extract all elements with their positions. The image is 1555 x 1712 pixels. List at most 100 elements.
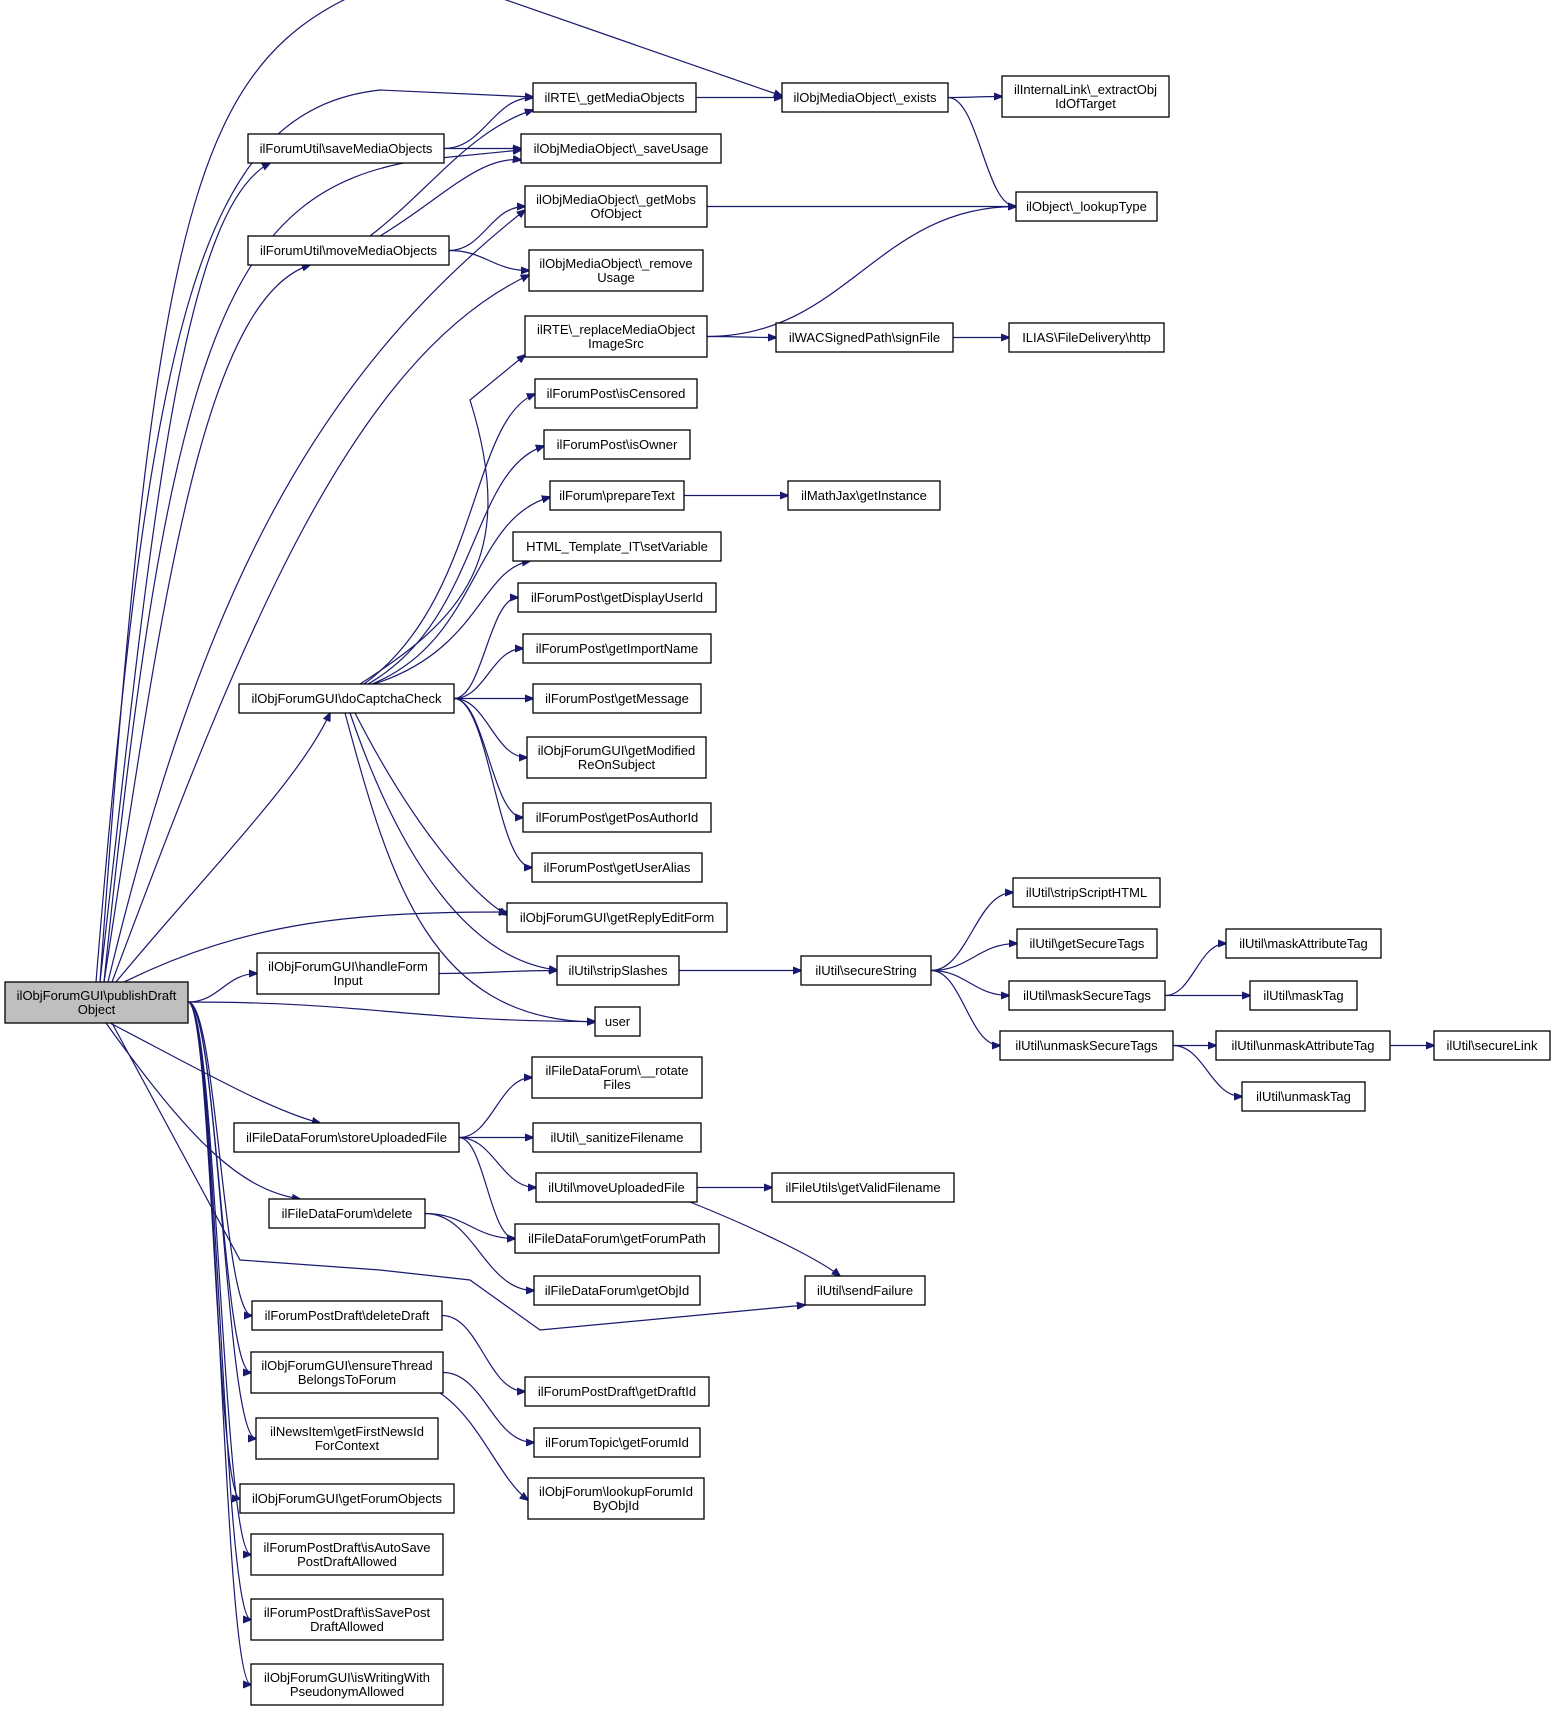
node-maskTag[interactable]: ilUtil\maskTag bbox=[1249, 980, 1358, 1011]
node-label: ilObjForumGUI\doCaptchaCheck bbox=[251, 691, 442, 706]
node-unmaskAttr[interactable]: ilUtil\unmaskAttributeTag bbox=[1215, 1030, 1391, 1061]
node-fileDelivery[interactable]: ILIAS\FileDelivery\http bbox=[1008, 322, 1165, 353]
node-sanitize[interactable]: ilUtil\_sanitizeFilename bbox=[532, 1122, 702, 1153]
node-label: ilFileDataForum\delete bbox=[282, 1206, 413, 1221]
edge-storeUpload-to-rotate bbox=[458, 1078, 532, 1139]
node-stripScript[interactable]: ilUtil\stripScriptHTML bbox=[1012, 877, 1161, 908]
edge-secureString-to-getSecureTags bbox=[930, 944, 1017, 972]
node-label: PseudonymAllowed bbox=[290, 1684, 404, 1699]
node-importName[interactable]: ilForumPost\getImportName bbox=[522, 633, 712, 664]
node-getMessage[interactable]: ilForumPost\getMessage bbox=[532, 683, 702, 714]
node-setVariable[interactable]: HTML_Template_IT\setVariable bbox=[512, 531, 722, 562]
node-replyForm[interactable]: ilObjForumGUI\getReplyEditForm bbox=[506, 902, 728, 933]
node-pseudonym[interactable]: ilObjForumGUI\isWritingWithPseudonymAllo… bbox=[250, 1663, 444, 1706]
node-box bbox=[255, 1417, 439, 1460]
edge-root-to-captcha bbox=[115, 713, 330, 983]
node-posAuthor[interactable]: ilForumPost\getPosAuthorId bbox=[522, 802, 712, 833]
node-box bbox=[520, 133, 722, 164]
node-label: user bbox=[605, 1014, 631, 1029]
node-saveUsage[interactable]: ilObjMediaObject\_saveUsage bbox=[520, 133, 722, 164]
edge-root-to-saveMedia bbox=[99, 163, 270, 983]
node-label: OfObject bbox=[590, 206, 642, 221]
node-label: ilMathJax\getInstance bbox=[801, 488, 927, 503]
edge-moveMedia-to-getMobs bbox=[448, 207, 525, 252]
node-prepareText[interactable]: ilForum\prepareText bbox=[549, 480, 685, 511]
node-label: ilForumPost\getImportName bbox=[536, 641, 699, 656]
node-label: ByObjId bbox=[593, 1498, 639, 1513]
node-signFile[interactable]: ilWACSignedPath\signFile bbox=[775, 322, 954, 353]
edge-saveMedia-to-rte_getmedia bbox=[443, 98, 533, 150]
node-box bbox=[1001, 75, 1170, 118]
node-sendFailure[interactable]: ilUtil\sendFailure bbox=[804, 1275, 926, 1306]
node-media_exists[interactable]: ilObjMediaObject\_exists bbox=[781, 82, 949, 113]
node-draftId[interactable]: ilForumPostDraft\getDraftId bbox=[524, 1376, 710, 1407]
node-fdfDelete[interactable]: ilFileDataForum\delete bbox=[268, 1198, 426, 1229]
node-box bbox=[522, 633, 712, 664]
node-box bbox=[1012, 877, 1161, 908]
node-box bbox=[238, 683, 455, 714]
node-rte_getmedia[interactable]: ilRTE\_getMediaObjects bbox=[532, 82, 697, 113]
node-forumObjects[interactable]: ilObjForumGUI\getForumObjects bbox=[239, 1483, 455, 1514]
node-box bbox=[517, 582, 717, 613]
node-box bbox=[250, 1663, 444, 1706]
edge-fdfDelete-to-forumPath bbox=[424, 1212, 515, 1239]
node-maskSecure[interactable]: ilUtil\maskSecureTags bbox=[1008, 980, 1166, 1011]
edge-layer bbox=[95, 0, 1434, 1685]
node-getSecureTags[interactable]: ilUtil\getSecureTags bbox=[1016, 928, 1158, 959]
node-autoSave[interactable]: ilForumPostDraft\isAutoSavePostDraftAllo… bbox=[250, 1533, 444, 1576]
node-secureString[interactable]: ilUtil\secureString bbox=[800, 955, 932, 986]
node-label: ilForumPost\getUserAlias bbox=[544, 860, 691, 875]
node-moveUploaded[interactable]: ilUtil\moveUploadedFile bbox=[535, 1172, 698, 1203]
edge-root-to-user bbox=[187, 1001, 595, 1022]
node-stripSlashes[interactable]: ilUtil\stripSlashes bbox=[556, 955, 680, 986]
edge-secureString-to-maskSecure bbox=[930, 969, 1009, 996]
node-fdfObjId[interactable]: ilFileDataForum\getObjId bbox=[533, 1275, 701, 1306]
edge-root-to-storeUpload bbox=[109, 1022, 320, 1123]
node-captcha[interactable]: ilObjForumGUI\doCaptchaCheck bbox=[238, 683, 455, 714]
node-label: ilUtil\unmaskSecureTags bbox=[1015, 1038, 1158, 1053]
node-unmaskSecure[interactable]: ilUtil\unmaskSecureTags bbox=[999, 1030, 1174, 1061]
node-saveMedia[interactable]: ilForumUtil\saveMediaObjects bbox=[247, 133, 445, 164]
node-label: ilObjForum\lookupForumId bbox=[539, 1484, 693, 1499]
node-lookupType[interactable]: ilObject\_lookupType bbox=[1015, 191, 1158, 222]
node-box bbox=[533, 1275, 701, 1306]
edge-root-to-saveUsage bbox=[103, 150, 521, 983]
node-label: ilUtil\unmaskTag bbox=[1256, 1089, 1351, 1104]
node-unmaskTag[interactable]: ilUtil\unmaskTag bbox=[1241, 1081, 1366, 1112]
node-user[interactable]: user bbox=[594, 1006, 641, 1037]
edge-secureString-to-stripScript bbox=[930, 893, 1013, 972]
node-deleteDraft[interactable]: ilForumPostDraft\deleteDraft bbox=[251, 1300, 443, 1331]
node-moveMedia[interactable]: ilForumUtil\moveMediaObjects bbox=[247, 235, 450, 266]
node-label: ilObjForumGUI\getModified bbox=[538, 743, 696, 758]
node-label: ilObjMediaObject\_remove bbox=[539, 256, 692, 271]
node-userAlias[interactable]: ilForumPost\getUserAlias bbox=[531, 852, 703, 883]
node-mathjax[interactable]: ilMathJax\getInstance bbox=[787, 480, 941, 511]
node-box bbox=[528, 249, 704, 292]
node-label: ilForumPost\getPosAuthorId bbox=[536, 810, 699, 825]
node-isOwner[interactable]: ilForumPost\isOwner bbox=[543, 429, 691, 460]
node-forumPath[interactable]: ilFileDataForum\getForumPath bbox=[514, 1223, 720, 1254]
node-forumId[interactable]: ilForumTopic\getForumId bbox=[533, 1427, 701, 1458]
node-maskAttr[interactable]: ilUtil\maskAttributeTag bbox=[1225, 928, 1382, 959]
edge-root-to-fdfDelete bbox=[105, 1022, 300, 1199]
node-storeUpload[interactable]: ilFileDataForum\storeUploadedFile bbox=[233, 1122, 460, 1153]
node-displayUser[interactable]: ilForumPost\getDisplayUserId bbox=[517, 582, 717, 613]
node-secureLink[interactable]: ilUtil\secureLink bbox=[1433, 1030, 1551, 1061]
edge-captcha-to-replaceSrc bbox=[359, 355, 525, 685]
node-isCensored[interactable]: ilForumPost\isCensored bbox=[534, 378, 698, 409]
node-validFilename[interactable]: ilFileUtils\getValidFilename bbox=[771, 1172, 955, 1203]
node-box bbox=[512, 531, 722, 562]
